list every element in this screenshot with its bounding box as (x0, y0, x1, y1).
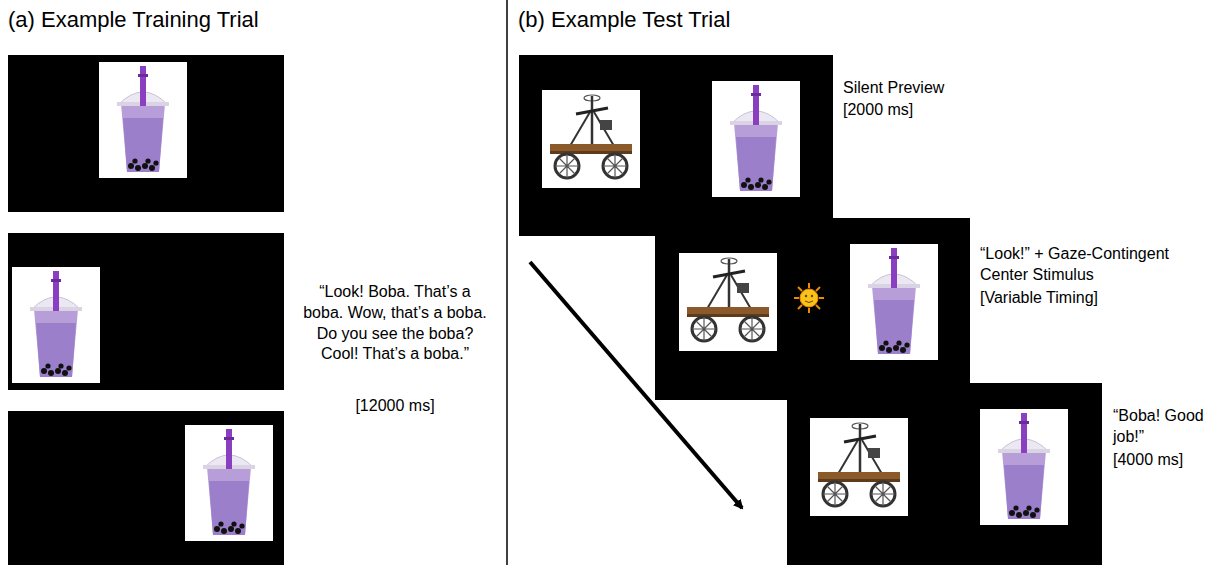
sequence-arrow (530, 262, 742, 508)
trial-caption: “Look! Boba. That’s a boba. Wow, that’s … (300, 282, 490, 365)
test-screen (655, 218, 970, 400)
boba-image (185, 425, 273, 541)
panel-title: (a) Example Training Trial (8, 6, 259, 35)
handcar-image (810, 418, 908, 516)
test-screen (519, 55, 833, 236)
test-screen (787, 383, 1102, 565)
handcar-image (542, 90, 640, 188)
panel-title: (b) Example Test Trial (518, 6, 730, 35)
boba-image (99, 62, 187, 178)
boba-image (850, 244, 938, 360)
trial-caption: “Boba! Good job!” (1113, 406, 1218, 448)
trial-caption: [4000 ms] (1113, 450, 1218, 471)
center-stimulus-sun (794, 283, 824, 313)
training-screen (8, 233, 284, 390)
training-screen (8, 55, 284, 212)
boba-image (12, 267, 100, 383)
trial-caption: Silent Preview (843, 78, 1023, 99)
trial-caption: [2000 ms] (843, 100, 1023, 121)
boba-image (712, 81, 800, 197)
panel-divider (506, 0, 508, 565)
handcar-image (679, 253, 777, 351)
trial-caption: “Look!” + Gaze-Contingent Center Stimulu… (980, 244, 1195, 286)
boba-image (980, 409, 1068, 525)
trial-caption: [12000 ms] (300, 396, 490, 417)
training-screen (8, 411, 284, 565)
trial-caption: [Variable Timing] (980, 288, 1195, 309)
